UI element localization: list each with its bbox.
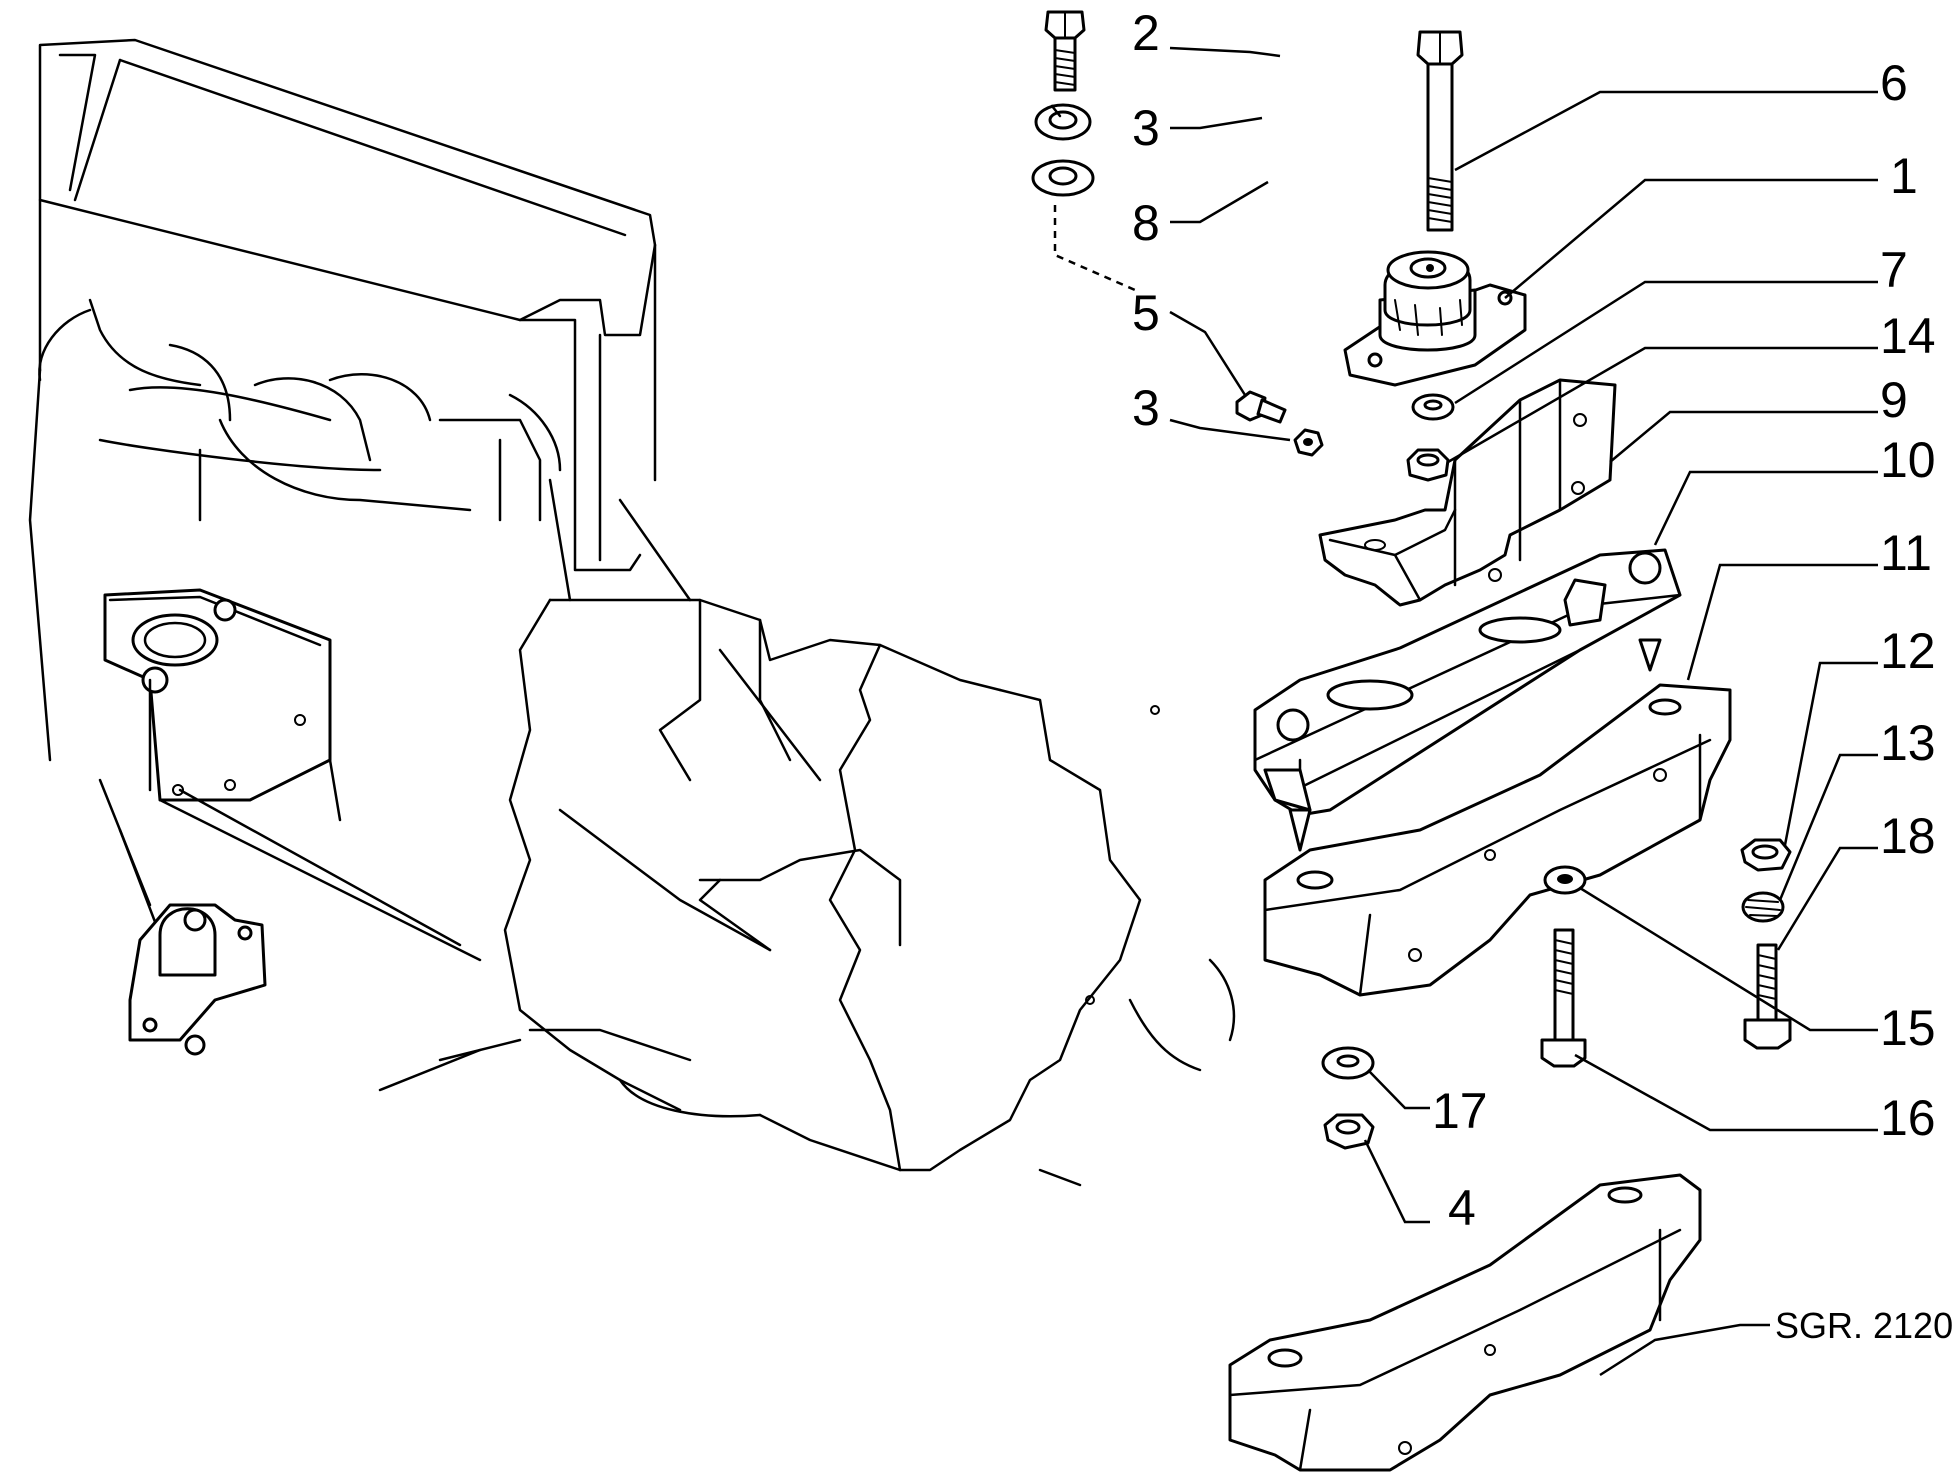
callout-9: 9 — [1880, 372, 1908, 428]
nut-part-4 — [1323, 1113, 1375, 1150]
bolt-part-16 — [1540, 928, 1587, 1068]
callout-3-lower: 3 — [1132, 380, 1160, 436]
callout-1: 1 — [1890, 148, 1918, 204]
washer-part-15 — [1543, 865, 1587, 895]
callout-11: 11 — [1880, 525, 1932, 581]
leader-lines — [1169, 46, 1878, 1377]
crossmember-part-10 — [1253, 548, 1682, 852]
bolt-part-2 — [1044, 10, 1086, 92]
callout-7: 7 — [1880, 242, 1908, 298]
spring-washer-part-13 — [1741, 891, 1785, 923]
bracket-part-9 — [1318, 378, 1617, 607]
spring-washer-part-3 — [1034, 103, 1092, 141]
callout-2: 2 — [1132, 5, 1160, 61]
callout-6: 6 — [1880, 55, 1908, 111]
nut-part-3-lower — [1293, 428, 1324, 457]
callout-17: 17 — [1432, 1083, 1488, 1139]
nut-part-12 — [1740, 838, 1792, 872]
callout-15: 15 — [1880, 1000, 1936, 1056]
bolt-part-18 — [1743, 943, 1792, 1050]
callout-3: 3 — [1132, 100, 1160, 156]
rubber-mount-part-1 — [1343, 250, 1527, 387]
callout-16: 16 — [1880, 1090, 1936, 1146]
callout-10: 10 — [1880, 432, 1936, 488]
callout-8: 8 — [1132, 195, 1160, 251]
spare-crossmember-illustration — [1228, 1173, 1702, 1472]
washer-part-7 — [1411, 393, 1455, 421]
engine-block-illustration — [28, 38, 1236, 1187]
callout-18: 18 — [1880, 808, 1936, 864]
callout-13: 13 — [1880, 715, 1936, 771]
long-bolt-part-6 — [1416, 30, 1464, 232]
drawing-reference-code: SGR. 21207 — [1775, 1305, 1952, 1346]
callout-14: 14 — [1880, 308, 1936, 364]
crossmember-support-part-11 — [1263, 683, 1732, 997]
flat-washer-part-8 — [1031, 159, 1136, 292]
callout-5: 5 — [1132, 285, 1160, 341]
callout-4: 4 — [1448, 1180, 1476, 1236]
small-bolt-part-5 — [1235, 390, 1287, 424]
nut-part-14 — [1406, 448, 1450, 482]
callout-12: 12 — [1880, 623, 1936, 679]
callout-labels: 2 3 8 5 3 6 1 7 14 9 10 11 12 13 18 15 1… — [1132, 5, 1952, 1346]
washer-part-17 — [1321, 1046, 1375, 1080]
